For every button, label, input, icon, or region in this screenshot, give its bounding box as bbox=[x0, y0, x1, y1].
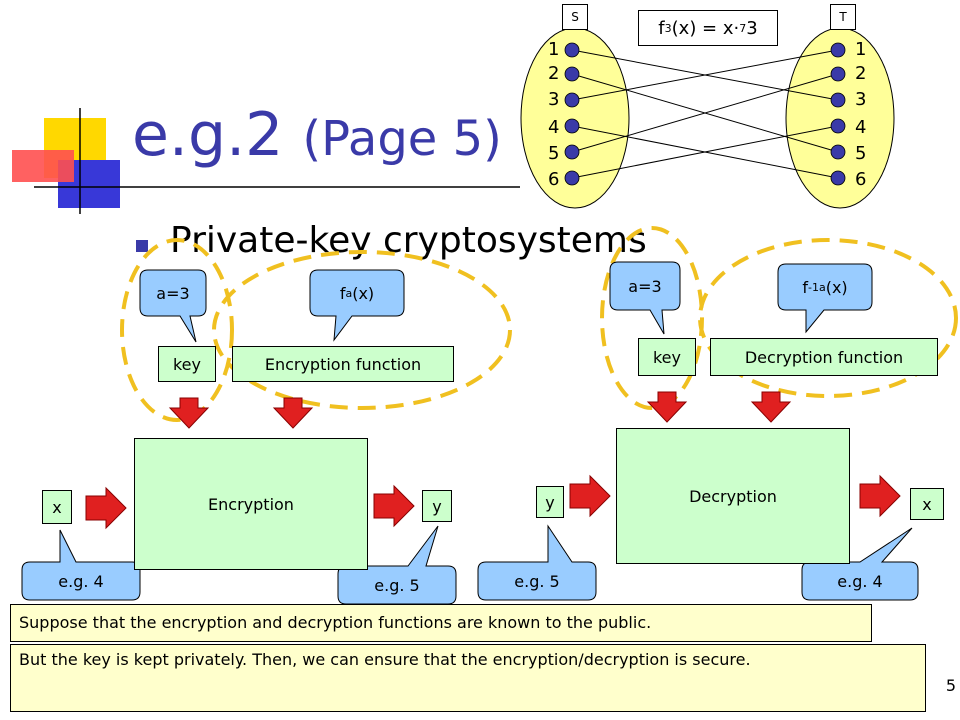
t-number: 1 bbox=[855, 39, 867, 60]
arrow-right-output-enc bbox=[373, 484, 415, 528]
arrow-right-input-dec bbox=[569, 474, 611, 518]
encryption-box: Encryption bbox=[134, 438, 368, 570]
dec-output-x: x bbox=[910, 488, 944, 520]
t-number: 6 bbox=[855, 169, 867, 190]
s-number: 5 bbox=[548, 143, 560, 164]
s-number: 2 bbox=[548, 63, 560, 84]
callout-output-enc bbox=[337, 525, 457, 605]
callout-input-dec bbox=[477, 524, 597, 601]
decryption-box: Decryption bbox=[616, 428, 850, 564]
enc-key-label: key bbox=[158, 346, 216, 382]
t-number: 2 bbox=[855, 63, 867, 84]
note-private-key: But the key is kept privately. Then, we … bbox=[10, 644, 926, 712]
key-ellipse-enc bbox=[120, 238, 234, 422]
callout-func-dec bbox=[777, 263, 873, 334]
callout-key-dec bbox=[609, 261, 681, 335]
t-number: 3 bbox=[855, 89, 867, 110]
s-number: 4 bbox=[548, 117, 560, 138]
arrow-down-key-enc bbox=[168, 397, 210, 429]
arrow-down-func-dec bbox=[750, 391, 792, 423]
arrow-down-key-dec bbox=[646, 391, 688, 423]
t-number: 4 bbox=[855, 117, 867, 138]
enc-input-example: e.g. 4 bbox=[58, 571, 104, 591]
func-ellipse-enc bbox=[212, 250, 512, 410]
callout-key-enc bbox=[139, 269, 207, 343]
callout-output-dec bbox=[801, 527, 919, 601]
arrow-right-input-enc bbox=[85, 486, 127, 530]
callout-func-enc bbox=[309, 269, 405, 342]
enc-output-example: e.g. 5 bbox=[374, 575, 420, 595]
s-number: 3 bbox=[548, 89, 560, 110]
enc-input-x: x bbox=[42, 490, 72, 524]
func-ellipse-dec bbox=[698, 238, 958, 398]
dec-function-label: Decryption function bbox=[710, 338, 938, 376]
enc-output-y: y bbox=[422, 490, 452, 522]
dec-key-label: key bbox=[638, 338, 696, 376]
page-title: e.g.2 (Page 5) bbox=[132, 100, 502, 170]
dec-input-y: y bbox=[536, 486, 564, 518]
arrow-down-func-enc bbox=[272, 397, 314, 429]
mapping-nodes bbox=[564, 42, 846, 186]
page-number: 5 bbox=[945, 676, 956, 695]
t-number: 5 bbox=[855, 143, 867, 164]
set-t-label: T bbox=[830, 4, 856, 30]
note-public-functions: Suppose that the encryption and decrypti… bbox=[10, 604, 872, 642]
enc-function-label: Encryption function bbox=[232, 346, 454, 382]
key-ellipse-dec bbox=[600, 226, 704, 410]
dec-key-value: a=3 bbox=[628, 276, 662, 296]
s-number: 1 bbox=[548, 39, 560, 60]
set-s-label: S bbox=[562, 4, 588, 30]
arrow-right-output-dec bbox=[859, 474, 901, 518]
mapping-lines bbox=[571, 49, 839, 179]
dec-input-example: e.g. 5 bbox=[514, 571, 560, 591]
dec-output-example: e.g. 4 bbox=[837, 571, 883, 591]
s-number: 6 bbox=[548, 169, 560, 190]
bullet-marker bbox=[136, 240, 148, 252]
enc-key-value: a=3 bbox=[156, 283, 190, 303]
